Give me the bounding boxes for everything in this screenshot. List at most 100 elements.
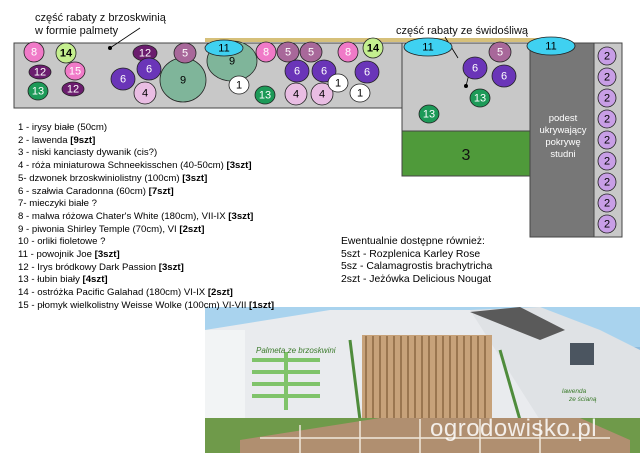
podest-label-4: studni <box>550 149 575 160</box>
legend-item: 15 - płomyk wielkolistny Weisse Wolke (1… <box>18 299 275 311</box>
plant-marker-4 <box>284 82 308 106</box>
pergola-bed-label: część rabaty ze świdośliwą <box>396 25 529 37</box>
plant-number-12: 12 <box>139 48 151 60</box>
plant-marker-12 <box>28 64 52 80</box>
plant-marker-1 <box>349 83 371 103</box>
plant-marker-8 <box>337 41 359 63</box>
lavender-marker <box>597 172 617 192</box>
lawn-number: 3 <box>462 147 471 164</box>
photo-wall-text-3: ze ścianą <box>568 396 597 403</box>
lavender-number: 2 <box>604 156 610 168</box>
plant-marker-8 <box>23 41 45 63</box>
photo-shrubs <box>348 339 522 421</box>
photo-slat-lines <box>365 336 486 420</box>
watermark: ogrodowisko.pl <box>430 415 598 442</box>
optional-plant-item: 2szt - Jeżówka Delicious Nougat <box>341 273 492 285</box>
photo-wall-text-2: lawenda <box>562 388 587 395</box>
plant-marker-1 <box>327 73 349 93</box>
plant-number-5: 5 <box>497 47 503 59</box>
plant-number-14: 14 <box>60 48 73 60</box>
plant-marker-6 <box>110 67 136 91</box>
lavender-marker <box>597 193 617 213</box>
lavender-marker <box>597 214 617 234</box>
plant-number-6: 6 <box>294 66 300 78</box>
lavender-number: 2 <box>604 219 610 231</box>
legend-item: 14 - ostróżka Pacific Galahad (180cm) VI… <box>18 287 233 299</box>
legend-item: 11 - powojnik Joe [3szt] <box>18 249 120 261</box>
plant-number-1: 1 <box>335 78 341 90</box>
plant-marker-5 <box>488 41 512 63</box>
plant-marker-14 <box>55 42 77 64</box>
optional-plant-item: 5sz - Calamagrostis brachytricha <box>341 261 493 273</box>
plant-number-9: 9 <box>180 75 186 87</box>
lavender-number: 2 <box>604 51 610 63</box>
legend-item: 12 - Irys bródkowy Dark Passion [3szt] <box>18 261 184 273</box>
pointer-dot-1 <box>108 46 112 50</box>
plant-marker-6 <box>284 59 310 83</box>
plant-number-13: 13 <box>423 109 435 121</box>
optional-plant-item: 5szt - Rozplenica Karley Rose <box>341 248 481 260</box>
lavender-marker <box>597 109 617 129</box>
photo-window <box>570 343 594 365</box>
photo-house <box>470 307 640 420</box>
plant-marker-12 <box>61 81 85 97</box>
plant-marker-6 <box>136 57 162 81</box>
garden-photo: Palmeta ze brzoskwini lawenda ze ścianą <box>205 307 640 453</box>
legend-item: 10 - orliki fioletowe ? <box>18 236 106 248</box>
lavender-number: 2 <box>604 198 610 210</box>
plant-number-5: 5 <box>308 47 314 59</box>
lavender-marker <box>597 88 617 108</box>
plant-number-4: 4 <box>142 88 148 100</box>
photo-trellis-grid <box>260 419 610 453</box>
plant-marker-11 <box>526 36 576 56</box>
legend-item: 13 - łubin biały [4szt] <box>18 274 108 286</box>
plant-marker-6 <box>491 64 517 88</box>
lavender-marker <box>597 151 617 171</box>
plant-number-5: 5 <box>285 47 291 59</box>
plant-marker-6 <box>462 56 488 80</box>
legend-item: 3 - niski kanciasty dywanik (cis?) <box>18 147 158 159</box>
plant-marker-5 <box>299 41 323 63</box>
lavender-number: 2 <box>604 135 610 147</box>
plant-number-8: 8 <box>345 47 351 59</box>
legend-item: 8 - malwa różowa Chater's White (180cm),… <box>18 210 254 222</box>
plant-marker-13 <box>254 85 276 105</box>
plant-number-6: 6 <box>146 64 152 76</box>
photo-wall-left <box>205 330 245 420</box>
plant-number-15: 15 <box>69 66 81 78</box>
lavender-number: 2 <box>604 114 610 126</box>
pointer-dot-2 <box>464 84 468 88</box>
plant-number-9: 9 <box>229 56 235 68</box>
optional-plants: Ewentualnie dostępne również: 5szt - Roz… <box>341 236 492 286</box>
plant-number-11: 11 <box>218 43 229 55</box>
pergola-beam <box>205 38 565 42</box>
podest-label-3: pokrywę <box>545 137 580 148</box>
plant-marker-13 <box>469 88 491 108</box>
plant-number-4: 4 <box>319 89 325 101</box>
plant-number-8: 8 <box>263 47 269 59</box>
legend-item: 5- dzwonek brzoskwiniolistny (100cm) [3s… <box>18 172 208 184</box>
legend-item: 7- mieczyki białe ? <box>18 198 97 210</box>
plant-number-13: 13 <box>474 93 486 105</box>
plant-marker-11 <box>403 37 453 57</box>
podest-label-1: podest <box>549 113 578 124</box>
legend-item: 9 - piwonia Shirley Temple (70cm), VI [2… <box>18 223 205 235</box>
plant-marker-1 <box>228 75 250 95</box>
plant-number-6: 6 <box>120 74 126 86</box>
plant-marker-13 <box>27 81 49 101</box>
photo-roof <box>470 307 565 340</box>
plant-number-1: 1 <box>357 88 363 100</box>
plant-number-14: 14 <box>367 43 380 55</box>
lavender-marker <box>597 46 617 66</box>
lavender-number: 2 <box>604 177 610 189</box>
lavender-number: 2 <box>604 93 610 105</box>
peach-bed-label: część rabaty z brzoskwinią <box>35 12 167 24</box>
lavender-number: 2 <box>604 72 610 84</box>
legend-item: 4 - róża miniaturowa Schneekisschen (40-… <box>18 160 252 172</box>
plant-marker-8 <box>255 41 277 63</box>
plant-number-11: 11 <box>545 41 556 53</box>
peach-bed-label-2: w formie palmety <box>34 25 119 37</box>
plant-number-13: 13 <box>32 86 44 98</box>
photo-soil <box>240 418 630 453</box>
plant-marker-6 <box>311 59 337 83</box>
